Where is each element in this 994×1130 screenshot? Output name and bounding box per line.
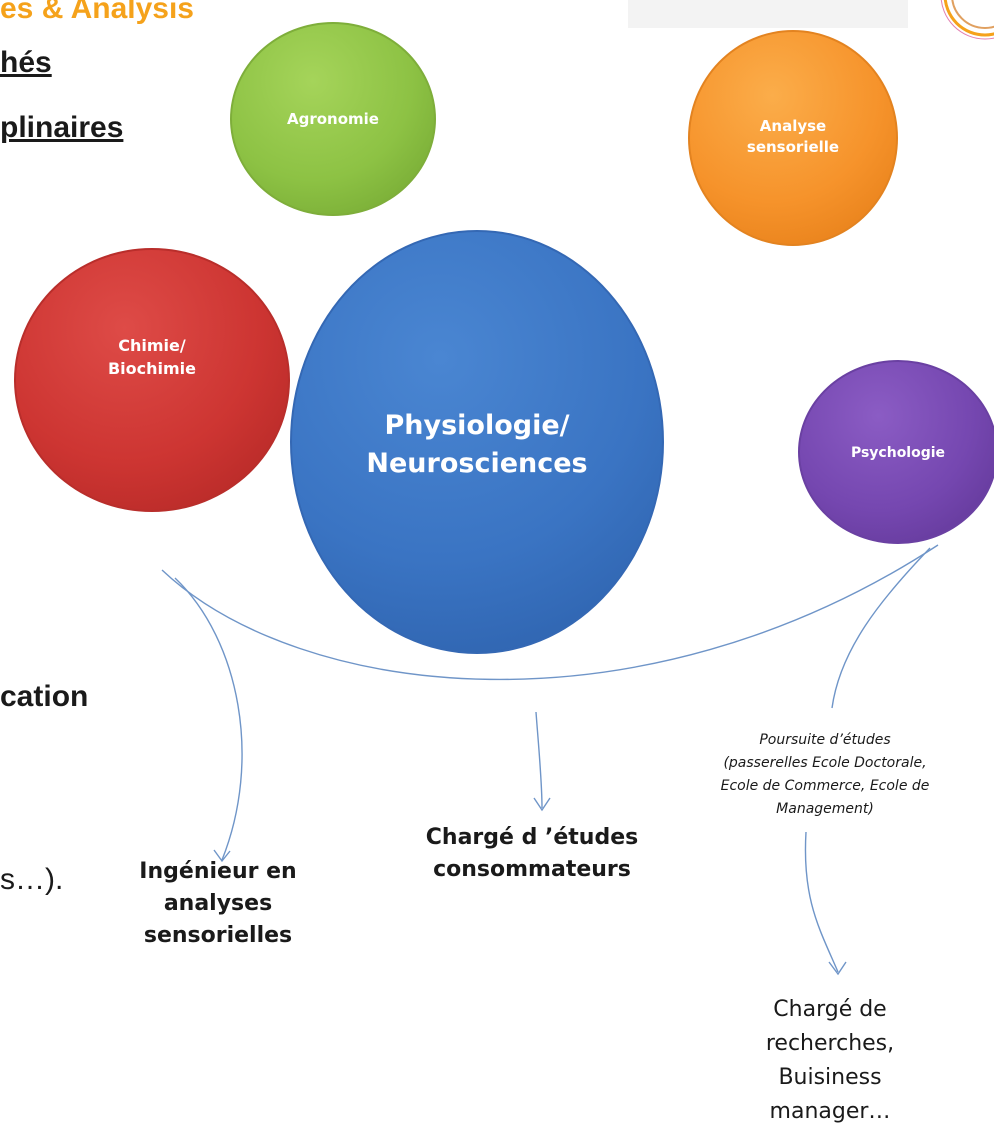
circle-physio-line-2: Neurosciences <box>366 448 588 479</box>
circle-chimie-line-1: Chimie/ <box>118 336 186 355</box>
circle-chimie-line-2: Biochimie <box>107 359 197 378</box>
outcome-ingenieur-line-2: analyses <box>163 891 273 916</box>
arrowhead-recherche <box>828 961 847 976</box>
circle-chimie-label: Chimie/ Biochimie <box>108 334 196 380</box>
header-subtitle-line-2: plinaires <box>0 111 124 144</box>
outcome-ingenieur-line-3: sensorielles <box>143 923 293 948</box>
outcome-ingenieur-line-1: Ingénieur en <box>139 859 297 884</box>
outcome-recherche-line-3: Buisiness <box>778 1065 882 1090</box>
arrowhead-charge <box>533 797 551 812</box>
outcome-recherche-line-2: recherches, <box>765 1031 895 1056</box>
circle-agronomie: Agronomie <box>230 22 436 216</box>
circle-physiologie-neurosciences: Physiologie/ Neurosciences <box>290 230 664 654</box>
circle-analyse-sensorielle: Analyse sensorielle <box>688 30 898 246</box>
circle-analyse-line-1: Analyse <box>759 117 827 135</box>
header-band <box>628 0 908 28</box>
header-subtitle-line-1: hés <box>0 46 52 79</box>
arrow-line-charge <box>535 711 543 809</box>
outcome-poursuite-line-3: Ecole de Commerce, Ecole de <box>720 778 930 794</box>
arrow-line-ingenieur <box>174 577 243 861</box>
circle-analyse-label: Analyse sensorielle <box>747 116 839 158</box>
outcome-charge-line-2: consommateurs <box>433 857 631 882</box>
outcome-poursuite-etudes: Poursuite d’études (passerelles Ecole Do… <box>680 729 970 821</box>
outcome-ingenieur: Ingénieur en analyses sensorielles <box>118 856 318 952</box>
circle-physio-label: Physiologie/ Neurosciences <box>366 407 587 483</box>
outcome-poursuite-line-1: Poursuite d’études <box>759 732 891 748</box>
outcome-poursuite-line-2: (passerelles Ecole Doctorale, <box>723 755 927 771</box>
bowl-arc <box>161 544 939 681</box>
arrowhead-ingenieur <box>213 849 231 863</box>
outcome-charge-recherches: Chargé de recherches, Buisiness manager… <box>730 993 930 1129</box>
side-heading-fragment: cation <box>0 680 89 713</box>
circle-psychologie: Psychologie <box>798 360 994 544</box>
arrow-line-recherche <box>804 831 839 973</box>
outcome-recherche-line-4: manager… <box>769 1099 891 1124</box>
arrow-line-poursuite <box>831 547 931 709</box>
circle-chimie-biochimie: Chimie/ Biochimie <box>14 248 290 512</box>
outcome-charge-line-1: Chargé d ’études <box>425 825 639 850</box>
circle-analyse-line-2: sensorielle <box>746 138 840 156</box>
outcome-recherche-line-1: Chargé de <box>773 997 887 1022</box>
side-text-fragment: s…). <box>0 863 64 896</box>
circle-agronomie-label: Agronomie <box>287 110 379 128</box>
logo-icon <box>940 0 994 40</box>
outcome-poursuite-line-4: Management) <box>776 801 874 817</box>
header-title-fragment: es & Analysis <box>0 0 194 25</box>
circle-physio-line-1: Physiologie/ <box>384 410 570 441</box>
outcome-charge-etudes: Chargé d ’études consommateurs <box>402 822 662 886</box>
circle-psychologie-label: Psychologie <box>850 445 946 461</box>
